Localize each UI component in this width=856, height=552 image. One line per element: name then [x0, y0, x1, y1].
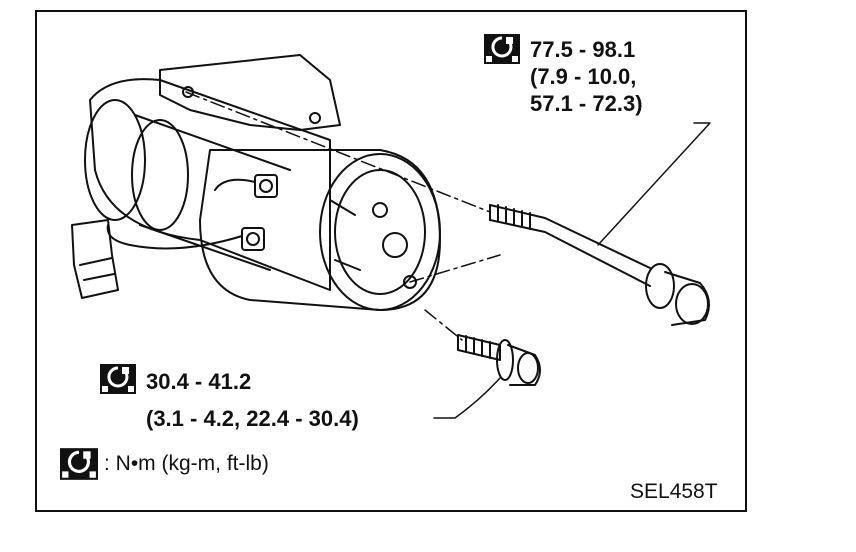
solenoid [199, 149, 441, 311]
leader-lines [433, 122, 711, 419]
lower-torque-kgm-ftlb: (3.1 - 4.2, 22.4 - 30.4) [146, 406, 359, 431]
upper-torque-nm: 77.5 - 98.1 [530, 37, 636, 62]
diagram-frame [35, 10, 747, 512]
short-bolt [409, 254, 541, 386]
upper-torque-ftlb: 57.1 - 72.3) [530, 91, 643, 116]
torque-wrench-icon [100, 364, 136, 394]
motor-body [84, 78, 331, 291]
upper-torque-kgm: (7.9 - 10.0, [530, 64, 637, 89]
through-bolt [185, 91, 710, 326]
upper-torque-spec: 77.5 - 98.1 (7.9 - 10.0, 57.1 - 72.3) [530, 36, 643, 117]
figure-code: SEL458T [630, 480, 718, 503]
lower-torque-spec: 30.4 - 41.2 (3.1 - 4.2, 22.4 - 30.4) [146, 368, 359, 432]
wire-harness [71, 219, 243, 299]
lower-torque-nm: 30.4 - 41.2 [146, 369, 252, 394]
torque-wrench-icon [60, 448, 98, 480]
torque-wrench-icon [484, 34, 520, 64]
terminal-studs [214, 174, 278, 251]
unit-legend: : N•m (kg-m, ft-lb) [104, 452, 269, 475]
